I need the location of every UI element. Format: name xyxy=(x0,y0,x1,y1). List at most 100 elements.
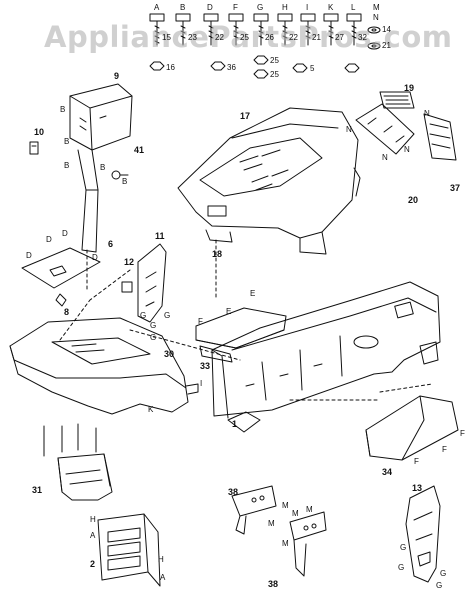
hood xyxy=(177,107,361,255)
ref-letter-n: N xyxy=(346,125,352,134)
hex-nut-icon xyxy=(344,63,360,73)
part-number-37: 37 xyxy=(450,183,461,193)
hardware-letter: N xyxy=(373,13,379,22)
hex-nut-icon xyxy=(210,61,226,71)
hardware-number: 23 xyxy=(188,33,197,42)
ref-letter-f: F xyxy=(442,445,447,454)
hardware-number: 25 xyxy=(240,33,249,42)
grille-assembly xyxy=(355,91,457,161)
seat-support xyxy=(43,423,113,501)
ref-letter-e: E xyxy=(250,289,256,298)
hex-nut-icon xyxy=(253,69,269,79)
bolt-icon xyxy=(277,13,293,46)
bolt-icon xyxy=(228,13,244,46)
part-number-38-lower: 38 xyxy=(268,579,279,589)
ref-letter-b: B xyxy=(64,137,70,146)
ref-letter-g: G xyxy=(440,569,447,578)
hex-nut-icon xyxy=(253,55,269,65)
part-number-1: 1 xyxy=(232,419,238,429)
washer-icon xyxy=(367,26,381,34)
rear-fender xyxy=(9,317,199,415)
hardware-number: 15 xyxy=(162,33,171,42)
part-number-11: 11 xyxy=(155,231,165,241)
nuts-row xyxy=(149,55,360,79)
ref-letter-f: F xyxy=(198,317,203,326)
hardware-letter: M xyxy=(373,3,380,12)
ref-letter-d: D xyxy=(26,251,32,260)
hardware-letter: H xyxy=(282,3,288,12)
hardware-number: 21 xyxy=(312,33,321,42)
hardware-row xyxy=(149,13,381,50)
nut-label: 36 xyxy=(227,63,236,72)
nut-label: 5 xyxy=(310,64,315,73)
small-fasteners xyxy=(29,141,39,155)
ref-letter-e: E xyxy=(226,307,232,316)
washer-icon xyxy=(367,42,381,50)
main-frame xyxy=(211,281,441,433)
bolt-icon xyxy=(203,13,219,46)
ref-letter-a: A xyxy=(160,573,166,582)
ref-letter-m: M xyxy=(268,519,275,528)
hardware-letter: K xyxy=(328,3,334,12)
ref-letter-m: M xyxy=(292,509,299,518)
ref-letter-d: D xyxy=(62,229,68,238)
part-number-13: 13 xyxy=(412,483,423,493)
part-number-34: 34 xyxy=(382,467,393,477)
hardware-letter: F xyxy=(233,3,238,12)
ref-letter-g: G xyxy=(150,333,157,342)
hardware-number: 14 xyxy=(382,25,391,34)
part-number-20: 20 xyxy=(408,195,419,205)
hardware-letter: D xyxy=(207,3,213,12)
bolt-icon xyxy=(253,13,269,46)
ref-letter-g: G xyxy=(164,311,171,320)
mounting-plate xyxy=(21,247,101,307)
part-number-19: 19 xyxy=(404,83,415,93)
ref-letter-n: N xyxy=(424,109,430,118)
side-panel xyxy=(405,485,441,583)
part-number-17: 17 xyxy=(240,111,251,121)
part-number-41: 41 xyxy=(134,145,145,155)
part-number-18: 18 xyxy=(212,249,223,259)
hex-nut-icon xyxy=(149,61,165,71)
part-number-12: 12 xyxy=(124,257,135,267)
ref-letter-g: G xyxy=(150,321,157,330)
hardware-letter: I xyxy=(306,3,309,12)
bolt-icon xyxy=(300,13,316,46)
ref-letter-m: M xyxy=(282,539,289,548)
part-number-31: 31 xyxy=(32,485,43,495)
part-number-38-upper: 38 xyxy=(228,487,239,497)
bolt-icon xyxy=(346,13,362,46)
ref-letter-b: B xyxy=(60,105,66,114)
hex-nut-icon xyxy=(292,63,308,73)
bolt-icon xyxy=(149,13,165,46)
nut-label: 25 xyxy=(270,56,279,65)
part-number-9: 9 xyxy=(114,71,120,81)
ref-letter-d: D xyxy=(46,235,52,244)
hardware-letter: B xyxy=(180,3,186,12)
hardware-number: 26 xyxy=(265,33,274,42)
ref-letter-m: M xyxy=(282,501,289,510)
part-number-33: 33 xyxy=(200,361,211,371)
ref-letter-b: B xyxy=(64,161,70,170)
ref-letter-g: G xyxy=(398,563,405,572)
nut-label: 25 xyxy=(270,70,279,79)
ref-letter-d: D xyxy=(92,253,98,262)
ref-letter-f: F xyxy=(460,429,465,438)
hardware-number: 22 xyxy=(215,33,224,42)
assembly-guide-lines xyxy=(59,239,433,401)
battery-tray xyxy=(97,513,161,587)
ref-letter-g: G xyxy=(400,543,407,552)
footrest-plate xyxy=(365,395,459,461)
ref-letter-h: H xyxy=(90,515,96,524)
ref-letter-k: K xyxy=(148,405,154,414)
support-bracket xyxy=(121,243,167,323)
ref-letter-a: A xyxy=(90,531,96,540)
ref-letter-i: I xyxy=(200,379,203,388)
dash-panel xyxy=(69,83,133,253)
part-number-6: 6 xyxy=(108,239,114,249)
hardware-number: 27 xyxy=(335,33,344,42)
part-number-8: 8 xyxy=(64,307,70,317)
hardware-letter: G xyxy=(257,3,264,12)
watermark: AppliancePartsPros.com xyxy=(44,20,453,54)
